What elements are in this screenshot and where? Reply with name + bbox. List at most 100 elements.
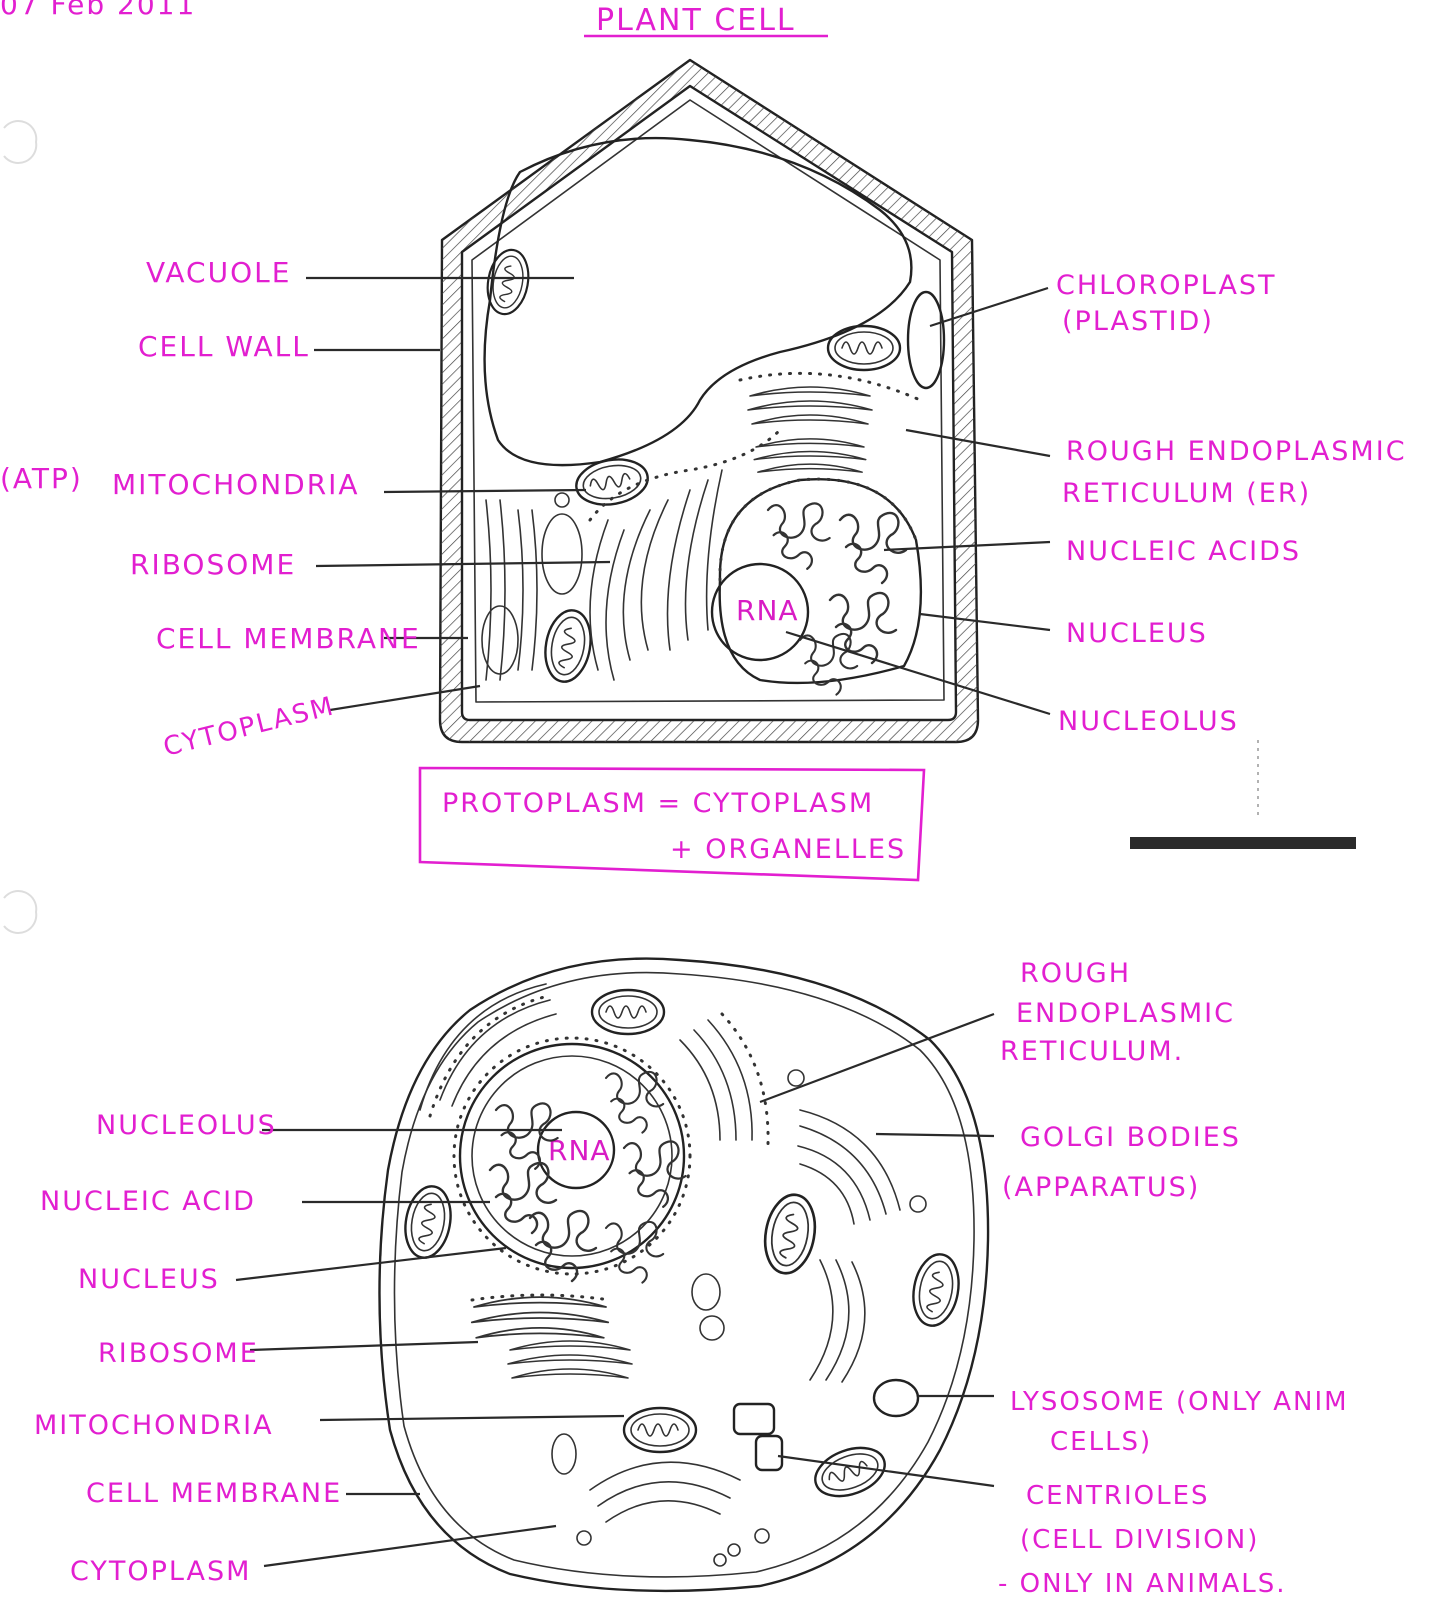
animal-mitochondrion-center bbox=[757, 1189, 823, 1279]
animal-vesicle-7 bbox=[754, 1528, 770, 1544]
punch-hole-bottom bbox=[3, 890, 38, 934]
plant-nucleic-acid-2 bbox=[838, 511, 908, 585]
animal-lysosome bbox=[872, 1378, 920, 1418]
animal-cell-diagram: RNA bbox=[34, 957, 1349, 1599]
animal-er-ribosome-dots bbox=[470, 1293, 612, 1302]
animal-nuclear-ribosomes bbox=[452, 1036, 692, 1276]
plant-vesicle-left bbox=[481, 605, 519, 675]
animal-label-cell-membrane: CELL MEMBRANE bbox=[86, 1478, 342, 1509]
plant-label-nucleic-acids: NUCLEIC ACIDS bbox=[1066, 536, 1301, 567]
plant-label-vacuole: VACUOLE bbox=[146, 256, 291, 289]
animal-mitochondrion-bottom bbox=[622, 1406, 698, 1454]
page-title: PLANT CELL bbox=[596, 3, 796, 38]
animal-lower-er-2 bbox=[597, 1481, 731, 1507]
animal-label-nucleolus: NUCLEOLUS bbox=[96, 1110, 277, 1141]
animal-label-rough-er-line2: ENDOPLASMIC bbox=[1016, 998, 1235, 1029]
plant-label-nucleus: NUCLEUS bbox=[1066, 618, 1208, 649]
animal-golgi-apparatus bbox=[797, 1109, 901, 1383]
animal-nucleus bbox=[458, 1042, 686, 1270]
animal-vesicle-5 bbox=[551, 1433, 577, 1475]
animal-cell-membrane-outer bbox=[378, 957, 990, 1593]
animal-label-lysosome-line1: LYSOSOME (ONLY ANIM bbox=[1010, 1387, 1349, 1417]
plant-rough-er-folds bbox=[485, 428, 782, 681]
animal-label-golgi-line1: GOLGI BODIES bbox=[1020, 1122, 1241, 1153]
animal-label-centrioles-line1: CENTRIOLES bbox=[1026, 1481, 1210, 1511]
animal-vesicle-2 bbox=[909, 1195, 927, 1213]
protoplasm-note-box bbox=[418, 766, 926, 882]
plant-nucleus bbox=[718, 478, 923, 685]
plant-small-vesicle bbox=[554, 492, 570, 508]
plant-nucleic-acid-3 bbox=[828, 591, 898, 665]
plant-cell-diagram: RNA VACUOLE CELL WALL (ATP) MITOCHONDRIA… bbox=[0, 58, 1407, 763]
date-label: 07 Feb 2011 bbox=[0, 0, 196, 21]
animal-nucleolus bbox=[536, 1110, 616, 1190]
plant-label-ribosome: RIBOSOME bbox=[130, 548, 296, 581]
animal-label-nucleus: NUCLEUS bbox=[78, 1264, 220, 1295]
protoplasm-note-line2: + ORGANELLES bbox=[670, 834, 906, 865]
animal-label-centrioles-line3: - ONLY IN ANIMALS. bbox=[998, 1569, 1287, 1599]
plant-rough-er-middle bbox=[753, 438, 867, 473]
plant-label-cell-membrane: CELL MEMBRANE bbox=[156, 622, 421, 655]
animal-label-mitochondria: MITOCHONDRIA bbox=[34, 1410, 274, 1441]
animal-mitochondrion-right bbox=[906, 1249, 966, 1331]
plant-label-plastid: (PLASTID) bbox=[1062, 306, 1214, 337]
animal-er-stack-2 bbox=[507, 1340, 633, 1379]
animal-vesicle-8 bbox=[727, 1543, 741, 1557]
animal-nuclear-envelope bbox=[471, 1055, 673, 1257]
animal-label-cytoplasm: CYTOPLASM bbox=[70, 1556, 251, 1587]
plant-label-cytoplasm: CYTOPLASM bbox=[160, 691, 337, 763]
animal-mitochondrion-left bbox=[398, 1181, 458, 1263]
scan-mark-bar bbox=[1130, 837, 1356, 849]
animal-nucleolus-text: RNA bbox=[548, 1134, 611, 1167]
animal-er-stack-1 bbox=[470, 1296, 610, 1339]
plant-mitochondrion-center bbox=[571, 452, 653, 512]
animal-mitochondrion-top bbox=[590, 988, 666, 1036]
plant-er-ribosome-dots bbox=[738, 371, 922, 402]
plant-rough-er-top bbox=[747, 386, 873, 425]
animal-vesicle-3 bbox=[699, 1315, 725, 1341]
plant-mitochondrion-right bbox=[826, 324, 902, 372]
plant-vacuole bbox=[483, 136, 913, 467]
animal-nucleic-acid-5 bbox=[528, 1209, 598, 1283]
plant-nucleolus-text: RNA bbox=[736, 594, 799, 627]
plant-cell-membrane bbox=[471, 99, 945, 703]
plant-chloroplast bbox=[906, 290, 946, 390]
animal-label-rough-er-line3: RETICULUM. bbox=[1000, 1036, 1184, 1067]
animal-lower-er-1 bbox=[589, 1461, 741, 1491]
animal-label-rough-er-line1: ROUGH bbox=[1020, 958, 1131, 989]
animal-cell-membrane-inner bbox=[393, 971, 975, 1578]
animal-label-nucleic-acid: NUCLEIC ACID bbox=[40, 1186, 256, 1217]
animal-vesicle-6 bbox=[576, 1530, 592, 1546]
protoplasm-note-line1: PROTOPLASM = CYTOPLASM bbox=[442, 788, 874, 819]
plant-mitochondrion-bottom bbox=[538, 605, 598, 687]
plant-cell-wall-inner bbox=[460, 84, 958, 722]
plant-label-chloroplast: CHLOROPLAST bbox=[1056, 270, 1277, 301]
animal-centriole-1 bbox=[732, 1402, 776, 1436]
animal-vesicle-9 bbox=[713, 1553, 727, 1567]
animal-lower-er-3 bbox=[605, 1500, 721, 1523]
plant-label-atp: (ATP) bbox=[0, 462, 83, 495]
plant-mitochondrion-top bbox=[481, 245, 535, 319]
plant-vesicle-center bbox=[541, 513, 583, 595]
plant-label-cell-wall: CELL WALL bbox=[138, 330, 310, 363]
animal-label-golgi-line2: (APPARATUS) bbox=[1002, 1172, 1200, 1203]
protoplasm-note: PROTOPLASM = CYTOPLASM + ORGANELLES bbox=[418, 766, 926, 882]
plant-label-rough-er-line2: RETICULUM (ER) bbox=[1062, 478, 1311, 509]
animal-vesicle-4 bbox=[691, 1273, 721, 1311]
animal-mitochondrion-lower-right bbox=[807, 1437, 893, 1507]
animal-vesicle-1 bbox=[787, 1069, 805, 1087]
plant-label-mitochondria: MITOCHONDRIA bbox=[112, 468, 360, 501]
plant-label-rough-er-line1: ROUGH ENDOPLASMIC bbox=[1066, 436, 1407, 467]
animal-centriole-2 bbox=[754, 1434, 784, 1472]
animal-rough-er bbox=[419, 983, 770, 1146]
animal-label-lysosome-line2: CELLS) bbox=[1050, 1427, 1152, 1457]
plant-nuclear-pores bbox=[718, 477, 918, 582]
plant-nucleic-acid-1 bbox=[766, 502, 831, 570]
animal-label-ribosome: RIBOSOME bbox=[98, 1338, 259, 1369]
animal-label-centrioles-line2: (CELL DIVISION) bbox=[1020, 1525, 1259, 1555]
punch-hole-top bbox=[3, 120, 38, 164]
plant-nucleic-acid-4 bbox=[798, 632, 859, 696]
plant-label-nucleolus: NUCLEOLUS bbox=[1058, 706, 1239, 737]
